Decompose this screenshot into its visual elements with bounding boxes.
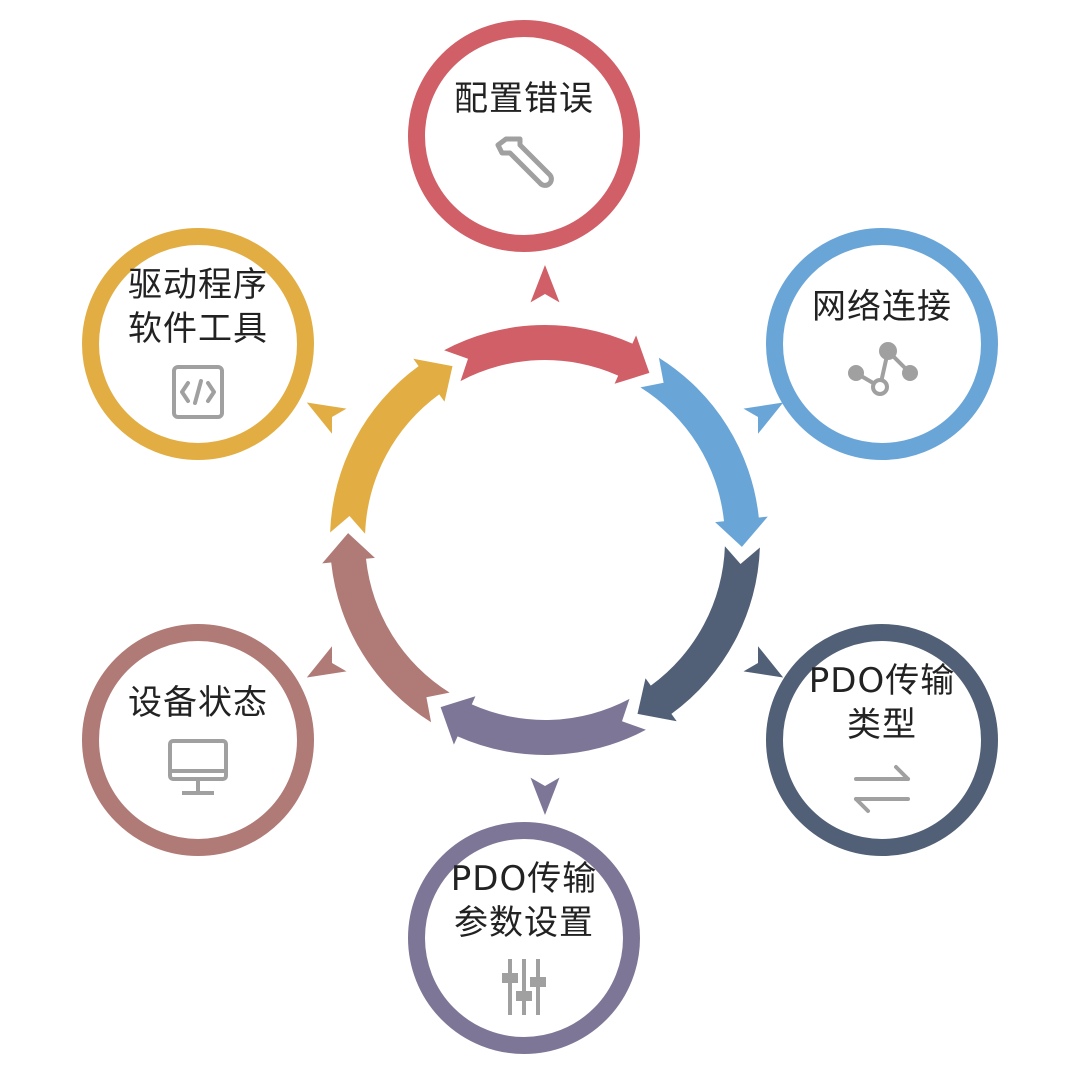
outward-pointer [530,777,560,815]
ring-arrow-segment [640,357,768,547]
node-label: PDO传输 参数设置 [451,857,597,945]
wrench-icon [484,131,564,195]
ring-arrow-segment [637,546,760,722]
outward-pointer [743,646,784,678]
ring-arrow-segment [444,325,650,384]
node-label-line: 驱动程序 [128,265,268,305]
node-label-line: 设备状态 [128,683,268,723]
node-label-line: 网络连接 [812,287,952,327]
sliders-icon [484,955,564,1019]
node-label-line: PDO传输 [450,859,598,899]
outward-pointer [306,402,347,434]
outward-pointer [306,646,347,678]
outward-pointer [743,402,784,434]
node-label-line: 软件工具 [128,309,268,349]
node-label-line: 参数设置 [453,903,594,943]
node-label-line: PDO传输 [808,661,956,701]
node-label: PDO传输 类型 [809,659,955,747]
code-icon [158,361,238,425]
node-pdo-params: PDO传输 参数设置 [408,822,640,1054]
ring-arrow-segment [322,533,450,723]
node-label-line: 类型 [846,705,917,745]
node-label-line: 配置错误 [454,79,594,119]
network-nodes-icon [842,339,922,403]
ring-arrow-segment [440,696,646,755]
monitor-icon [158,735,238,799]
node-label: 网络连接 [812,285,952,329]
node-label: 配置错误 [454,77,594,121]
node-pdo-type: PDO传输 类型 [766,624,998,856]
node-config-error: 配置错误 [408,20,640,252]
node-network: 网络连接 [766,228,998,460]
node-driver-tools: 驱动程序 软件工具 [82,228,314,460]
node-label: 驱动程序 软件工具 [128,263,268,351]
node-label: 设备状态 [128,681,268,725]
transfer-arrows-icon [842,757,922,821]
outward-pointer [530,265,560,303]
ring-arrow-segment [330,358,453,534]
node-device-status: 设备状态 [82,624,314,856]
